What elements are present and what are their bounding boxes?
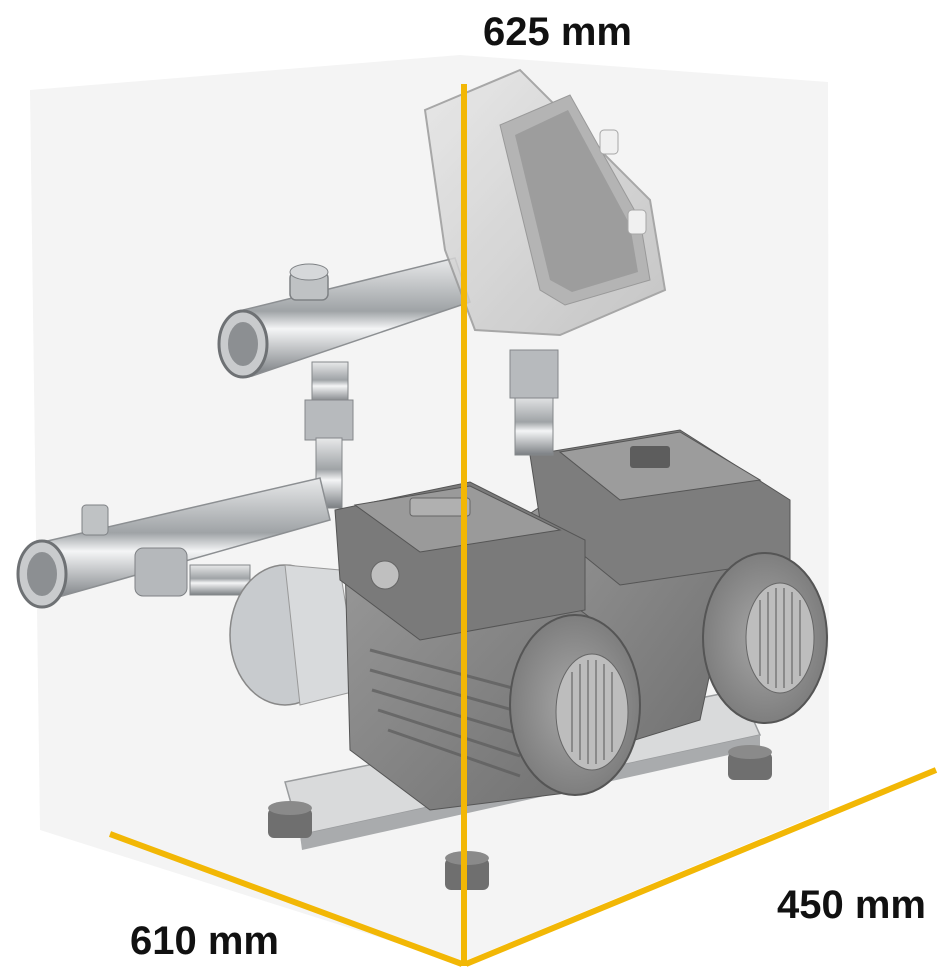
manifold-pipe-icon: [217, 257, 471, 509]
height-label: 625 mm: [483, 10, 632, 54]
width-label: 610 mm: [130, 919, 279, 963]
pump-motor-icon: [509, 349, 828, 761]
width-dimension-line: [108, 831, 464, 967]
control-box-icon: [423, 68, 667, 337]
pump-motor-icon: [229, 481, 641, 811]
depth-label: 450 mm: [777, 883, 926, 927]
manifold-pipe-icon: [16, 477, 331, 609]
dimension-lines: [108, 84, 938, 967]
depth-dimension-line: [464, 767, 938, 967]
